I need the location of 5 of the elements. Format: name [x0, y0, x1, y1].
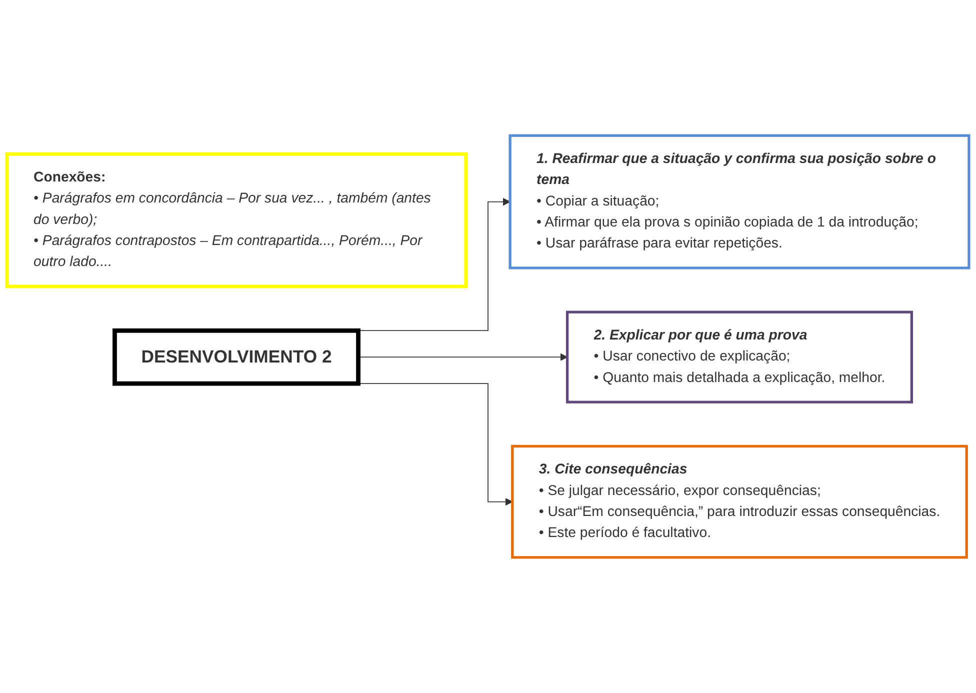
node-box — [511, 444, 968, 559]
node-box — [5, 152, 468, 288]
node-box — [566, 310, 914, 404]
node-box — [112, 328, 360, 386]
node-box — [508, 134, 970, 270]
